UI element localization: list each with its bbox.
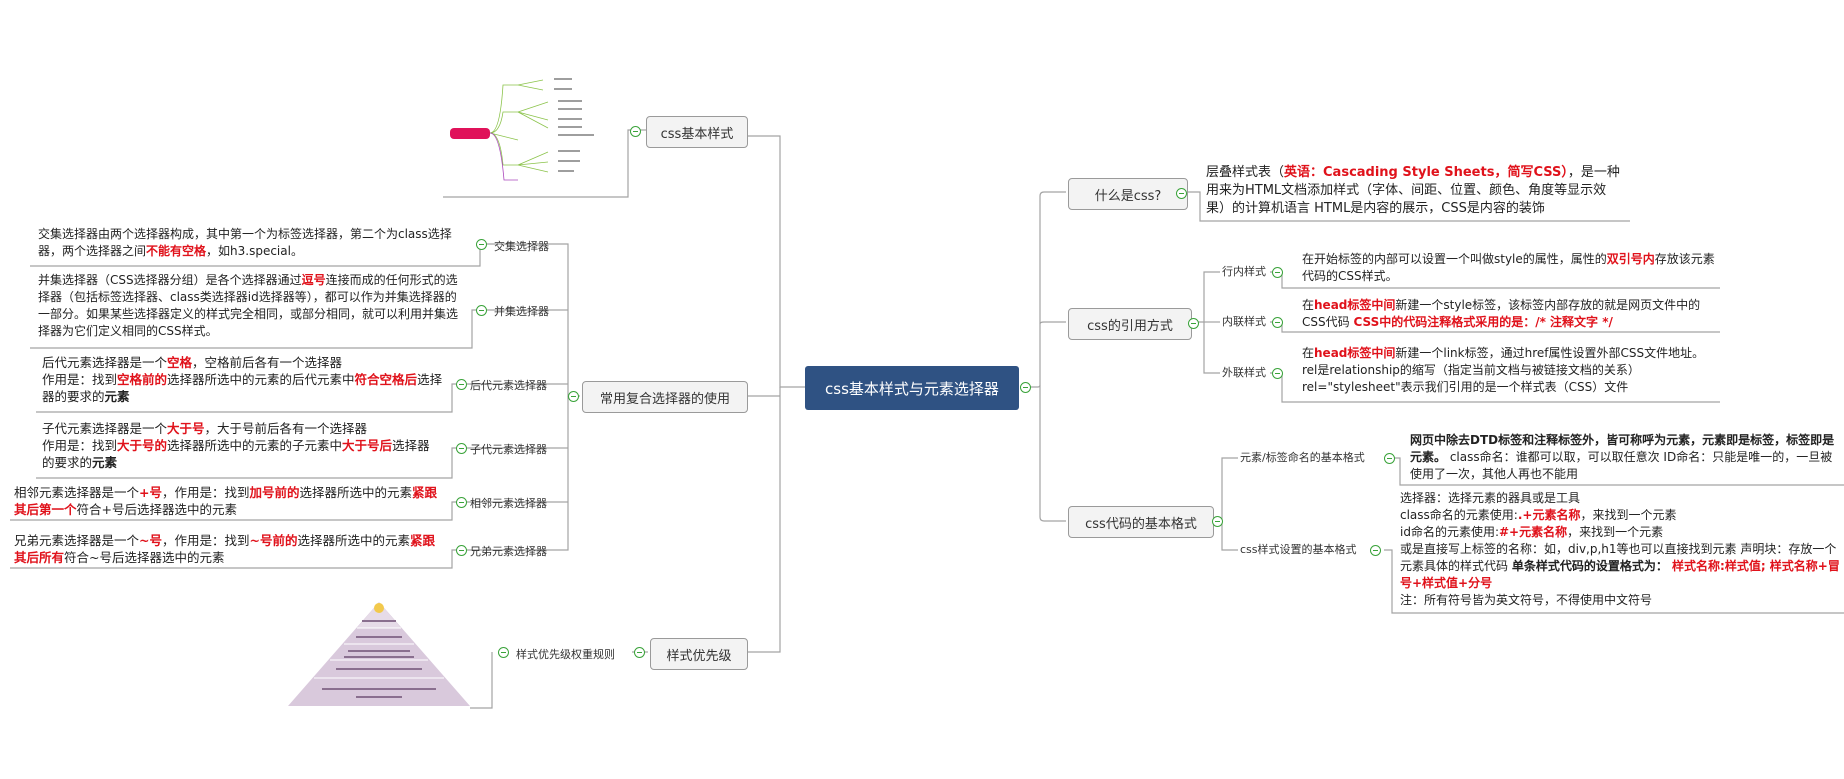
descendant-selector-label[interactable]: 后代元素选择器	[470, 379, 547, 392]
topic-css-basic-style-label: css基本样式	[660, 126, 734, 142]
ref-internal-label[interactable]: 内联样式	[1222, 315, 1266, 328]
internal-collapse-icon[interactable]	[1272, 317, 1283, 328]
union-text: 并集选择器（CSS选择器分组）是各个选择器通过逗号连接而成的任何形式的选择器（包…	[38, 273, 459, 338]
child-selector-label[interactable]: 子代元素选择器	[470, 443, 547, 456]
external-text: 在head标签中间新建一个link标签，通过href属性设置外部CSS文件地址。…	[1302, 346, 1705, 394]
topic-style-priority[interactable]: 样式优先级	[650, 638, 748, 670]
intersection-collapse-icon[interactable]	[476, 239, 487, 250]
descendant-text: 后代元素选择器是一个空格，空格前后各有一个选择器 作用是：找到空格前的选择器所选…	[42, 355, 443, 404]
adjacent-text: 相邻元素选择器是一个+号，作用是：找到加号前的选择器所选中的元素紧跟其后第一个符…	[14, 485, 438, 517]
intersection-text: 交集选择器由两个选择器构成，其中第一个为标签选择器，第二个为class选择器，两…	[38, 227, 452, 258]
topic-css-basic-style[interactable]: css基本样式	[646, 116, 748, 148]
topic-css-code-format-label: css代码的基本格式	[1085, 516, 1197, 532]
style-collapse-icon[interactable]	[1370, 545, 1381, 556]
style-format-label[interactable]: css样式设置的基本格式	[1240, 543, 1357, 556]
adjacent-selector-label[interactable]: 相邻元素选择器	[470, 497, 547, 510]
adjacent-collapse-icon[interactable]	[456, 497, 467, 508]
topic-compound-selectors-label: 常用复合选择器的使用	[599, 391, 730, 407]
root-topic-label: css基本样式与元素选择器	[825, 379, 999, 398]
sibling-text: 兄弟元素选择器是一个~号，作用是：找到~号前的选择器所选中的元素紧跟其后所有符合…	[14, 533, 436, 565]
ref-inline-label[interactable]: 行内样式	[1222, 265, 1266, 278]
basic-style-mindmap-thumbnail	[448, 70, 612, 188]
topic-css-reference[interactable]: css的引用方式	[1068, 308, 1192, 340]
topic-css-reference-label: css的引用方式	[1087, 318, 1173, 334]
topic-css-code-format[interactable]: css代码的基本格式	[1068, 506, 1214, 538]
style-format-text: 选择器：选择元素的器具或是工具 class命名的元素使用:.+元素名称，来找到一…	[1400, 491, 1840, 607]
topic-what-is-css[interactable]: 什么是css?	[1068, 178, 1188, 210]
priority-collapse-icon[interactable]	[634, 647, 645, 658]
thumbnail-graphic	[450, 78, 594, 181]
external-collapse-icon[interactable]	[1272, 368, 1283, 379]
topic-style-priority-label: 样式优先级	[666, 648, 732, 664]
ref-collapse-icon[interactable]	[1188, 318, 1199, 329]
internal-text: 在head标签中间新建一个style标签，该标签内部存放的就是网页文件中的CSS…	[1302, 298, 1701, 329]
compound-collapse-icon[interactable]	[568, 391, 579, 402]
sibling-selector-label[interactable]: 兄弟元素选择器	[470, 545, 547, 558]
naming-text: 网页中除去DTD标签和注释标签外，皆可称呼为元素，元素即是标签，标签即是元素。 …	[1410, 433, 1835, 481]
sibling-collapse-icon[interactable]	[456, 545, 467, 556]
ref-external-label[interactable]: 外联样式	[1222, 366, 1266, 379]
union-selector-label[interactable]: 并集选择器	[494, 305, 549, 318]
priority-rule-collapse-icon[interactable]	[498, 647, 509, 658]
inline-collapse-icon[interactable]	[1272, 267, 1283, 278]
topic-compound-selectors[interactable]: 常用复合选择器的使用	[582, 381, 748, 413]
naming-format-label[interactable]: 元素/标签命名的基本格式	[1240, 451, 1365, 464]
root-right-collapse-icon[interactable]	[1020, 382, 1031, 393]
child-text: 子代元素选择器是一个大于号，大于号前后各有一个选择器 作用是：找到大于号的选择器…	[42, 421, 430, 470]
what-description: 层叠样式表（英语：Cascading Style Sheets，简写CSS），是…	[1206, 165, 1620, 216]
code-collapse-icon[interactable]	[1212, 516, 1223, 527]
topic-what-is-css-label: 什么是css?	[1094, 188, 1162, 204]
child-collapse-icon[interactable]	[456, 443, 467, 454]
priority-weight-rule-label[interactable]: 样式优先级权重规则	[516, 648, 615, 661]
descendant-collapse-icon[interactable]	[456, 379, 467, 390]
naming-collapse-icon[interactable]	[1384, 453, 1395, 464]
pyramid-graphic	[288, 602, 470, 706]
what-collapse-icon[interactable]	[1176, 188, 1187, 199]
intersection-selector-label[interactable]: 交集选择器	[494, 240, 549, 253]
inline-text: 在开始标签的内部可以设置一个叫做style的属性，属性的双引号内存放该元素代码的…	[1302, 252, 1715, 283]
union-collapse-icon[interactable]	[476, 305, 487, 316]
root-topic[interactable]: css基本样式与元素选择器	[805, 366, 1019, 410]
priority-pyramid-image	[286, 600, 472, 708]
basic-collapse-icon[interactable]	[630, 126, 641, 137]
